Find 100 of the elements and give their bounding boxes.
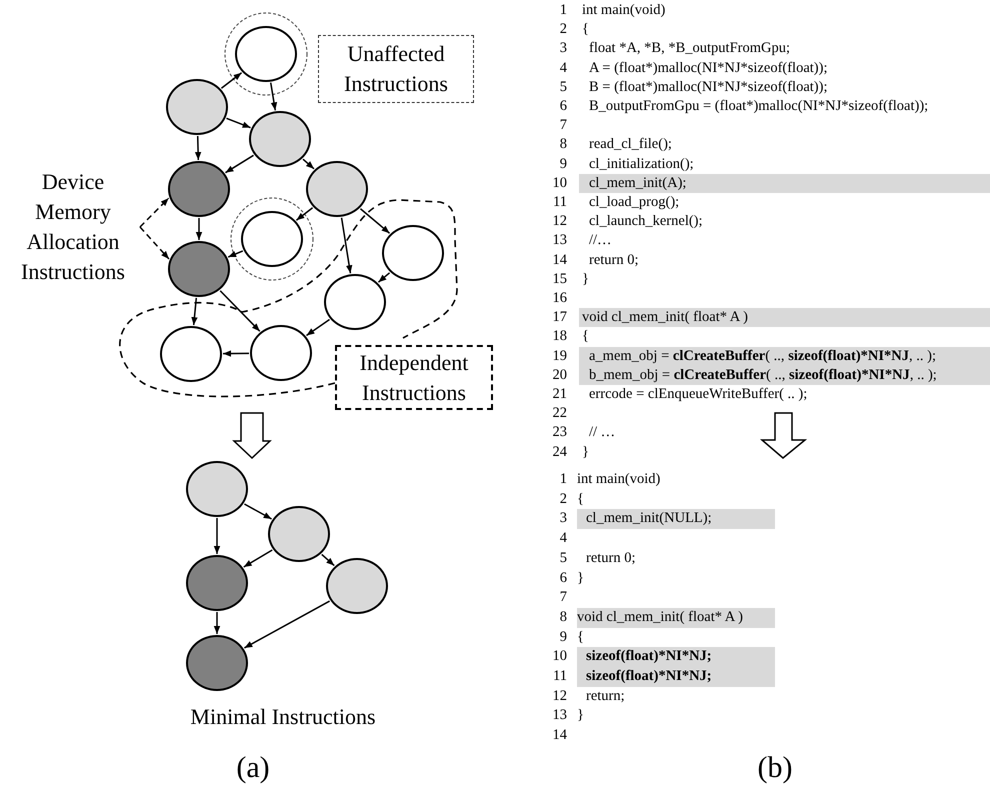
line-number: 19	[552, 346, 567, 366]
annotation-box	[335, 345, 493, 410]
code-line: cl_initialization();	[589, 154, 694, 174]
arrow	[306, 318, 330, 336]
arrow	[360, 208, 390, 234]
line-number: 9	[558, 628, 567, 647]
graph-caption: Minimal Instructions	[190, 703, 376, 731]
line-number: 24	[552, 442, 567, 462]
line-number: 7	[558, 588, 567, 608]
line-number: 6	[558, 568, 567, 588]
code-line: read_cl_file();	[589, 135, 672, 154]
line-number: 15	[552, 270, 567, 289]
line-number: 8	[558, 135, 567, 154]
arrow	[223, 350, 249, 357]
panel-label: (b)	[758, 750, 792, 786]
code-line: {	[582, 20, 589, 40]
annotation-box	[318, 35, 474, 103]
line-number: 12	[552, 212, 567, 232]
arrow	[340, 218, 352, 274]
code-line: }	[582, 270, 589, 289]
line-number: 20	[552, 366, 567, 385]
code-line: }	[582, 442, 589, 462]
line-number: 3	[558, 39, 567, 58]
code-line: int main(void)	[577, 470, 660, 489]
instruction-node	[241, 211, 303, 267]
line-number: 14	[552, 726, 567, 746]
code-line: cl_launch_kernel();	[589, 212, 703, 232]
code-line: errcode = clEnqueueWriteBuffer( .. );	[589, 385, 808, 404]
line-number: 5	[558, 548, 567, 568]
annotation-text: Independent Instructions	[358, 348, 470, 406]
line-number: 21	[552, 385, 567, 404]
line-number: 18	[552, 327, 567, 346]
arrow	[139, 226, 170, 260]
arrow	[220, 290, 260, 332]
arrow	[139, 198, 170, 228]
panel-label: (a)	[236, 750, 270, 786]
arrow	[302, 158, 314, 170]
code-line: B_outputFromGpu = (float*)malloc(NI*NJ*sizeof(float));	[589, 97, 928, 116]
code-line: // …	[589, 423, 616, 442]
arrow	[243, 549, 273, 568]
line-number: 14	[552, 250, 567, 270]
line-number: 10	[552, 174, 567, 193]
code-line: return 0;	[589, 250, 639, 270]
code-line: int main(void)	[582, 1, 666, 20]
instruction-node	[324, 274, 386, 330]
code-line: return 0;	[586, 548, 636, 568]
line-number: 10	[552, 647, 567, 666]
instruction-node	[306, 161, 368, 217]
line-number: 9	[558, 154, 567, 174]
arrow	[214, 518, 220, 554]
instruction-node	[268, 506, 330, 562]
line-number: 11	[552, 667, 567, 686]
line-number: 4	[558, 58, 567, 78]
instruction-node	[250, 325, 312, 381]
code-line: A = (float*)malloc(NI*NJ*sizeof(float));	[589, 58, 828, 78]
arrow	[244, 600, 330, 649]
code-line: //…	[589, 231, 612, 250]
line-number: 2	[558, 490, 567, 509]
line-number: 12	[552, 686, 567, 706]
line-number: 13	[552, 231, 567, 250]
line-number: 5	[558, 78, 567, 97]
line-number: 2	[558, 20, 567, 40]
annotation-text: Unaffected Instructions	[343, 40, 449, 98]
line-number: 6	[558, 97, 567, 116]
code-line: }	[577, 568, 584, 588]
instruction-node	[235, 26, 297, 82]
code-line: }	[577, 706, 584, 726]
instruction-node	[249, 111, 311, 167]
arrow	[225, 154, 254, 174]
instruction-node	[382, 225, 444, 281]
arrow	[228, 250, 244, 258]
arrow	[194, 136, 202, 160]
line-number: 3	[558, 509, 567, 528]
line-number: 11	[552, 193, 567, 212]
line-number: 7	[558, 116, 567, 136]
line-number: 4	[558, 529, 567, 548]
code-line: {	[577, 490, 584, 509]
arrow	[270, 82, 278, 110]
arrow	[220, 72, 242, 89]
arrow	[321, 554, 335, 566]
arrow	[226, 118, 251, 128]
line-number: 16	[552, 289, 567, 308]
code-line: B = (float*)malloc(NI*NJ*sizeof(float));	[589, 78, 828, 97]
code-line: return;	[586, 686, 625, 706]
line-number: 1	[558, 470, 567, 489]
line-number: 23	[552, 423, 567, 442]
line-number: 13	[552, 706, 567, 726]
code-line: {	[577, 628, 584, 647]
line-number: 8	[558, 608, 567, 627]
arrow	[244, 503, 272, 520]
arrow	[214, 612, 220, 634]
code-line: cl_load_prog();	[589, 193, 680, 212]
code-line: {	[582, 327, 589, 346]
arrow	[378, 272, 390, 283]
annotation-text: Device Memory Allocation Instructions	[20, 168, 126, 286]
line-number: 1	[558, 1, 567, 20]
instruction-node	[168, 241, 230, 297]
arrow	[196, 218, 202, 240]
arrow	[296, 207, 314, 221]
arrow	[191, 298, 198, 326]
